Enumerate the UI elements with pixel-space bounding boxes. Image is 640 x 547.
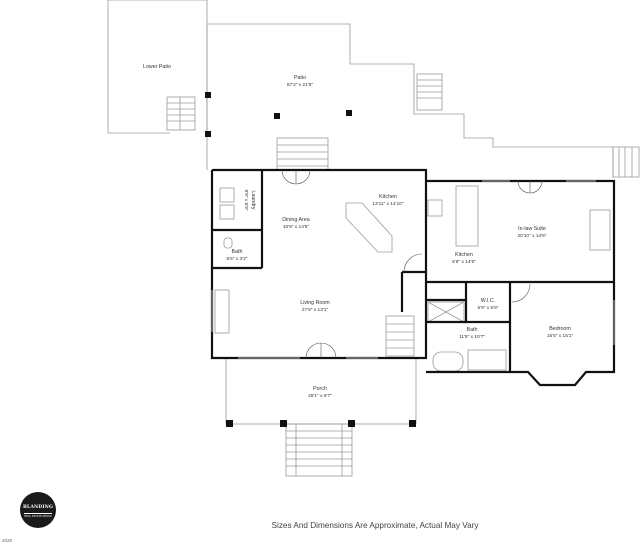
- interior-stairs: [385, 315, 415, 357]
- wic-dim: 5'9" x 5'9": [478, 305, 499, 311]
- porch-name: Porch: [313, 386, 327, 392]
- suite-range: [427, 199, 443, 217]
- living-room-dim: 27'8" x 13'1": [302, 307, 329, 313]
- brokerage-logo: BLANDING REAL ESTATE GROUP: [20, 492, 56, 528]
- suite-kitchen-dim: 6'8" x 14'6": [452, 259, 476, 265]
- kitchen-name: Kitchen: [379, 194, 397, 200]
- suite-patio-door: [517, 180, 543, 194]
- suite-kitchen-name: Kitchen: [455, 252, 473, 258]
- bath-suite-dim: 11'9" x 10'7": [459, 334, 485, 340]
- corner-mark: 2025: [2, 538, 13, 543]
- kitchen-island: [345, 202, 393, 253]
- suite-counter: [455, 185, 479, 247]
- kitchen-dim: 13'11" x 14'10": [372, 201, 404, 207]
- bath-door: [403, 253, 423, 273]
- toilet-main: [223, 237, 233, 249]
- porch-door: [305, 342, 337, 359]
- lower-patio-name: Lower Patio: [143, 64, 171, 70]
- logo-text: BLANDING: [23, 505, 53, 510]
- patio-outline: [206, 23, 614, 178]
- logo-subtext: REAL ESTATE GROUP: [24, 513, 52, 518]
- porch-dim: 28'1" x 9'7": [308, 393, 332, 399]
- laundry-dryer: [219, 204, 235, 220]
- patio-door: [281, 169, 311, 185]
- bathtub: [432, 351, 464, 372]
- inlaw-suite-dim: 20'10" x 14'6": [518, 233, 547, 239]
- laundry-name: Laundry: [250, 190, 256, 209]
- dining-dim: 10'8" x 14'5": [283, 224, 310, 230]
- patio-name: Patio: [294, 75, 306, 81]
- fireplace: [214, 289, 230, 334]
- laundry-washer: [219, 187, 235, 203]
- bath-vanity: [467, 349, 507, 371]
- bedroom-name: Bedroom: [549, 326, 571, 332]
- laundry-dim: 8'9" x 6'9": [243, 190, 249, 211]
- wic-name: W.I.C.: [481, 298, 495, 304]
- bath-suite-name: Bath: [467, 327, 478, 333]
- dining-name: Dining Area: [282, 217, 309, 223]
- porch-stairs: [285, 423, 353, 477]
- bath-main-dim: 6'6" x 3'2": [227, 256, 248, 262]
- living-room-name: Living Room: [300, 300, 330, 306]
- bedroom-door: [511, 283, 531, 303]
- lower-patio-stairs: [166, 96, 196, 131]
- suite-stairs: [612, 146, 640, 178]
- suite-exterior-wall: [426, 179, 616, 387]
- bath-main-name: Bath: [232, 249, 243, 255]
- suite-fireplace: [589, 209, 611, 251]
- inlaw-suite-name: In-law Suite: [518, 226, 546, 232]
- patio-stairs: [276, 137, 329, 171]
- disclaimer-text: Sizes And Dimensions Are Approximate, Ac…: [271, 521, 479, 530]
- patio-dim: 57'2" x 21'8": [287, 82, 314, 88]
- bedroom-dim: 15'5" x 15'1": [547, 333, 574, 339]
